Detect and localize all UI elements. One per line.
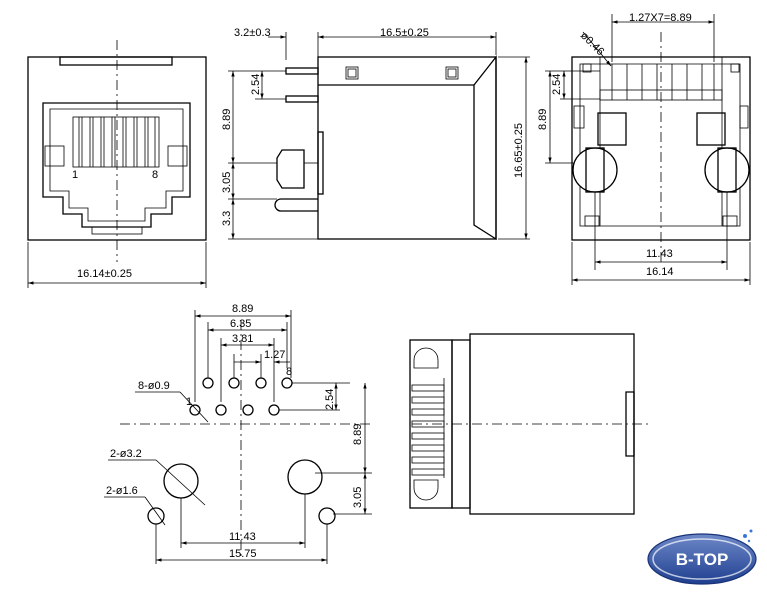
rear-row-dim: 2.54 (551, 74, 563, 95)
rear-width-dim: 16.14 (646, 266, 674, 278)
front-width-dim: 16.14±0.25 (77, 268, 132, 280)
side-height-dim: 16.65±0.25 (513, 123, 525, 178)
pcb-post-offset-dim: 3.05 (352, 487, 364, 508)
pcb-dim-635: 6.35 (230, 318, 251, 330)
rear-pin-dia-dim: ø0.46 (578, 30, 606, 58)
rear-pitch-dim: 1.27X7=8.89 (629, 12, 692, 24)
pcb-post-holes-label: 2-ø3.2 (110, 448, 142, 460)
pcb-dim-381: 3.81 (232, 333, 253, 345)
bottom-side-view (409, 333, 652, 515)
pcb-dim-127: 1.27 (264, 349, 285, 361)
pcb-outer-spacing-dim: 15.75 (229, 548, 257, 560)
pcb-row-dim: 2.54 (324, 389, 336, 410)
pcb-pin-holes-label: 8-ø0.9 (138, 380, 170, 392)
side-top-offset-dim: 3.2±0.3 (234, 27, 271, 39)
pcb-layout-view: 8.89 6.35 3.81 1.27 8-ø0.9 1 8 2.54 8.89… (104, 303, 372, 564)
side-standoff-dim: 3.3 (221, 211, 233, 226)
front-pin-8-label: 8 (152, 169, 158, 181)
side-post-dim: 3.05 (221, 172, 233, 193)
side-body-length-dim: 16.5±0.25 (380, 27, 429, 39)
side-pin-pitch-dim: 2.54 (250, 74, 262, 95)
rear-post-spacing-dim: 11.43 (646, 248, 673, 260)
rear-view: 1.27X7=8.89 ø0.46 2.54 8.89 11.43 16.14 (537, 12, 751, 285)
brand-logo: B-TOP (647, 529, 757, 585)
logo-text: B-TOP (676, 550, 729, 569)
side-row-to-post-dim: 8.89 (221, 109, 233, 130)
pcb-pin-1-label: 1 (186, 396, 192, 408)
pcb-dim-889: 8.89 (232, 303, 253, 315)
side-view: 3.2±0.3 16.5±0.25 2.54 8.89 3.05 3.3 16.… (221, 27, 530, 241)
pcb-pin-8-label: 8 (286, 366, 292, 378)
rear-vertical-dim: 8.89 (537, 109, 549, 130)
front-view: 1 8 16.14±0.25 (27, 40, 207, 288)
pcb-post-spacing-dim: 11.43 (229, 531, 256, 543)
pcb-small-holes-label: 2-ø1.6 (106, 485, 138, 497)
pcb-vertical-dim: 8.89 (352, 424, 364, 445)
front-pin-1-label: 1 (72, 169, 78, 181)
